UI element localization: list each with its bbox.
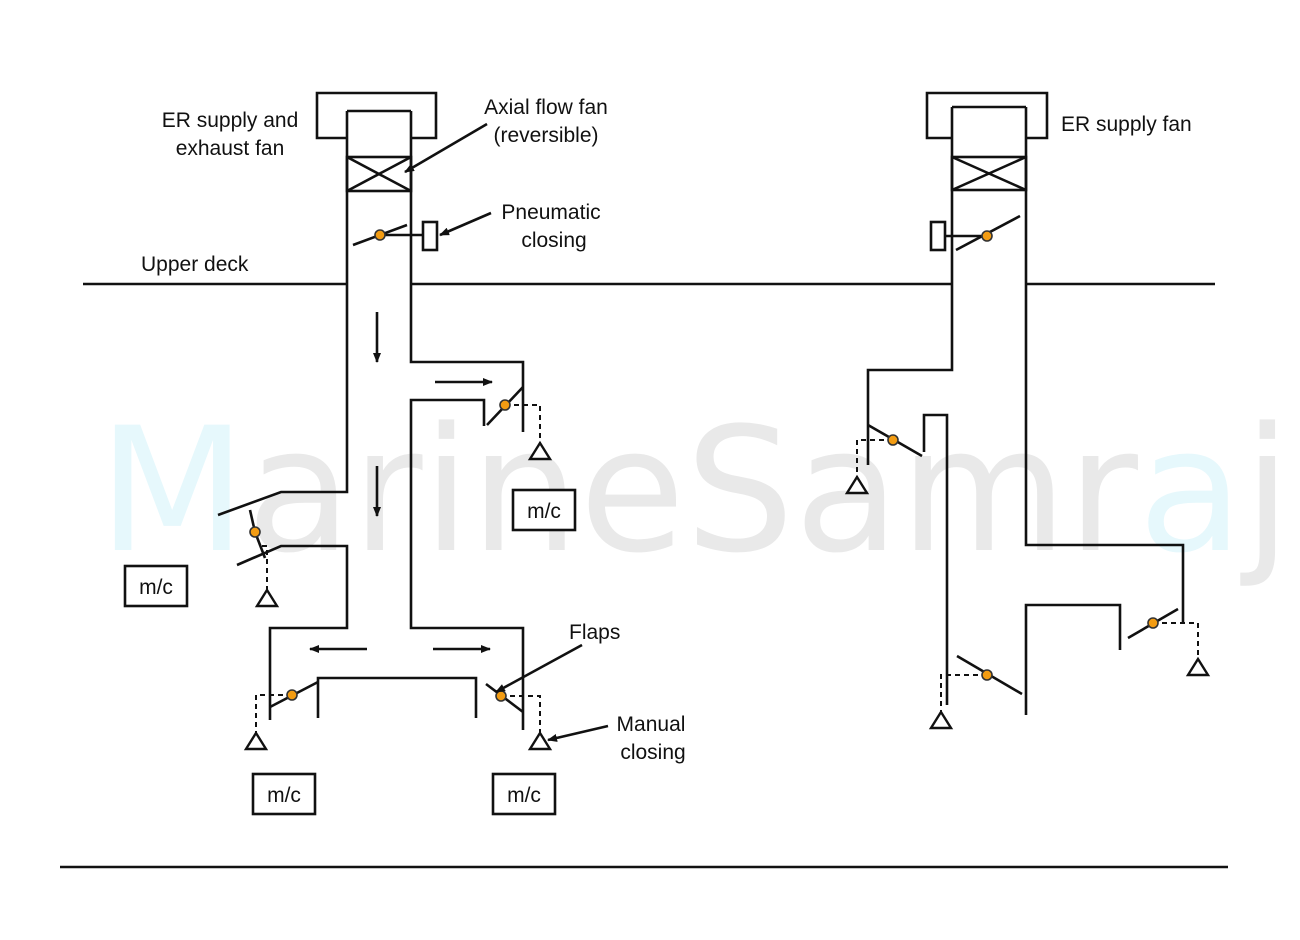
- right-lower-left-flap: [928, 654, 1023, 730]
- axial-fan-label-line1: Axial flow fan: [484, 96, 608, 119]
- svg-text:m/c: m/c: [267, 784, 301, 807]
- right-lower-right-flap: [1127, 607, 1211, 677]
- left-axial-fan-icon: [345, 155, 413, 193]
- right-branch-flap: [486, 386, 553, 461]
- watermark-part-5: j: [1239, 390, 1291, 591]
- mc-box-right-branch: m/c: [511, 488, 577, 532]
- flow-arrows: [309, 312, 493, 653]
- watermark-part-2: arine: [246, 390, 685, 591]
- right-pneumatic-damper: [929, 214, 1021, 252]
- watermark-part-4: a: [1138, 390, 1243, 591]
- manual-closing-label-line2: closing: [620, 741, 685, 764]
- er-supply-exhaust-label-line2: exhaust fan: [176, 137, 285, 160]
- er-supply-exhaust-label-line1: ER supply and: [162, 109, 299, 132]
- watermark-part-1: M: [98, 390, 246, 591]
- left-trunk-outline: [217, 111, 525, 730]
- left-fan-housing: [315, 91, 438, 140]
- mc-box-bottom-left: m/c: [251, 772, 317, 816]
- flaps-label: Flaps: [569, 621, 620, 644]
- right-axial-fan-icon: [950, 155, 1028, 192]
- pneumatic-label-line1: Pneumatic: [501, 201, 600, 224]
- right-upper-flap: [844, 423, 923, 495]
- right-fan-housing: [925, 91, 1049, 140]
- bottom-left-flap: [243, 680, 319, 751]
- bottom-right-flap: [485, 682, 553, 751]
- left-pneumatic-damper: [352, 220, 439, 252]
- left-branch-flap: [248, 509, 280, 608]
- right-trunk-outline: [866, 107, 1185, 715]
- mc-box-bottom-right: m/c: [491, 772, 557, 816]
- watermark: MarineSamraj: [98, 390, 1291, 591]
- leader-arrows: [404, 122, 609, 742]
- svg-text:m/c: m/c: [507, 784, 541, 807]
- upper-deck-label: Upper deck: [141, 253, 249, 276]
- mc-box-left-branch: m/c: [123, 564, 189, 608]
- manual-closing-label-line1: Manual: [617, 713, 686, 736]
- axial-fan-label-line2: (reversible): [493, 124, 598, 147]
- er-supply-fan-label: ER supply fan: [1061, 113, 1192, 136]
- svg-text:m/c: m/c: [527, 500, 561, 523]
- pneumatic-label-line2: closing: [521, 229, 586, 252]
- watermark-part-3: Samr: [685, 390, 1138, 591]
- svg-text:m/c: m/c: [139, 576, 173, 599]
